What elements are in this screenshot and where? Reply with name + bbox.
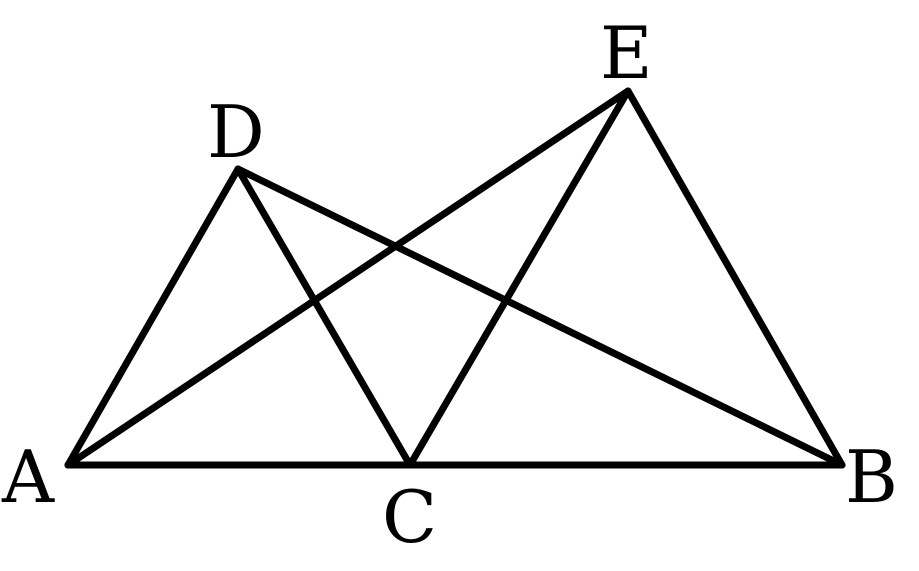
segments-group [64,87,846,469]
segment-DC [234,165,414,469]
point-label-A: A [1,435,55,519]
segment-DB [234,165,846,469]
segment-AE [64,87,632,469]
point-label-C: C [382,475,437,559]
point-label-B: B [845,435,898,519]
point-label-D: D [207,90,265,174]
segment-AD [64,165,242,469]
labels-group: A B C D E [1,11,898,559]
segment-EB [624,87,846,469]
point-label-E: E [600,11,653,95]
segment-CE [406,87,632,469]
